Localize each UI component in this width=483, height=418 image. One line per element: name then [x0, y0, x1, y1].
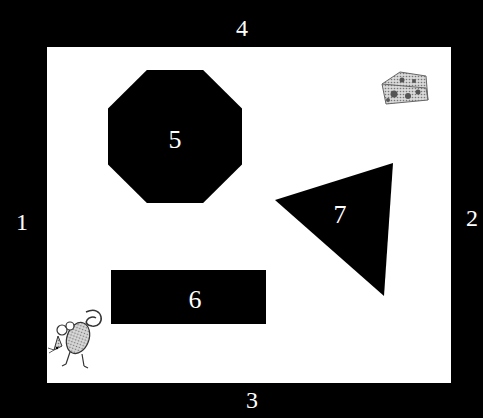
- wall-number: 1: [16, 210, 28, 234]
- obstacle-number: 7: [334, 202, 347, 228]
- wall-number: 2: [466, 206, 478, 230]
- wall-number: 4: [236, 16, 248, 40]
- cheese-icon: [382, 72, 428, 104]
- octagon-obstacle: 5: [108, 70, 242, 203]
- octagon-fill: [108, 70, 242, 203]
- mouse-icon: [48, 310, 101, 368]
- floor-area: [47, 47, 451, 383]
- rectangle-obstacle: 6: [111, 270, 266, 324]
- wall-number: 3: [246, 388, 258, 412]
- triangle-obstacle: 7: [275, 163, 393, 296]
- triangle-outline: [275, 163, 393, 296]
- obstacle-number: 5: [169, 127, 182, 153]
- obstacle-number: 6: [189, 287, 202, 313]
- triangle-fill: [275, 163, 393, 296]
- rect-fill: [111, 270, 266, 324]
